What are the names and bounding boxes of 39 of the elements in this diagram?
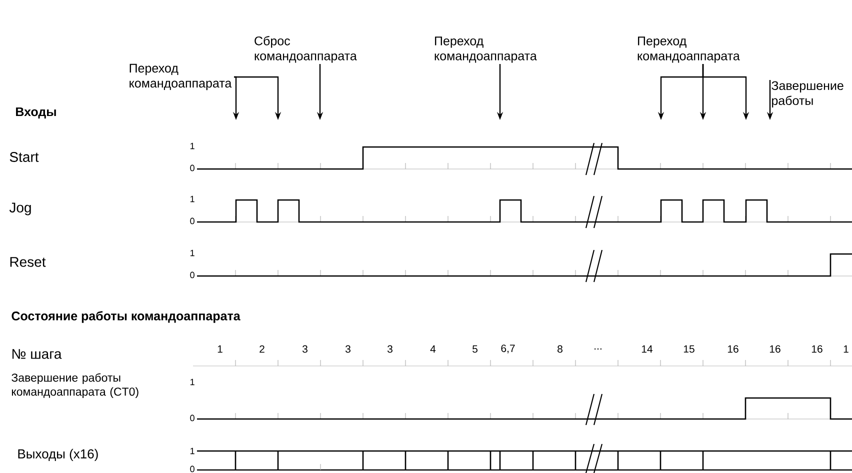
step-number: 3 [387,345,392,353]
row-name: Завершение работы командоаппарата (CT0) [12,373,138,398]
step-number: 3 [302,345,308,353]
annotation-text: Переход командоаппарата [434,36,537,63]
signal-name: Reset [10,257,46,267]
step-number: 14 [642,345,653,353]
level-label: 1 [190,448,194,454]
level-label: 0 [190,164,194,172]
section-heading: Входы [16,107,56,119]
step-number: 8 [558,345,562,353]
section-heading: Состояние работы командоаппарата [12,311,240,323]
step-number: 1 [218,345,222,353]
annotation-text: Завершение работы [772,81,844,108]
step-number: 2 [260,345,264,353]
step-number: 3 [345,345,350,353]
level-label: 0 [190,218,194,224]
level-label: 1 [190,378,194,386]
step-number: 15 [684,345,694,353]
row-name: № шага [12,349,62,359]
annotation-text: Переход командоаппарата [130,64,232,90]
signal-name: Start [10,152,39,162]
step-number: 16 [812,345,822,353]
level-label: 1 [190,250,194,256]
step-number: 1 [844,345,848,353]
row-name: Выходы (x16) [18,448,98,462]
step-number: 16 [728,345,738,353]
step-number: ... [594,348,602,350]
level-label: 0 [190,272,194,278]
signal-name: Jog [9,202,31,216]
step-number: 4 [430,345,436,353]
step-number: 6,7 [501,344,515,354]
level-label: 1 [190,142,194,150]
step-number: 16 [770,345,780,353]
annotation-text: Сброс командоаппарата [254,36,357,63]
level-label: 0 [190,414,194,422]
level-label: 1 [190,196,194,202]
level-label: 0 [190,466,194,472]
annotation-text: Переход командоаппарата [638,36,740,63]
step-number: 5 [472,345,478,353]
